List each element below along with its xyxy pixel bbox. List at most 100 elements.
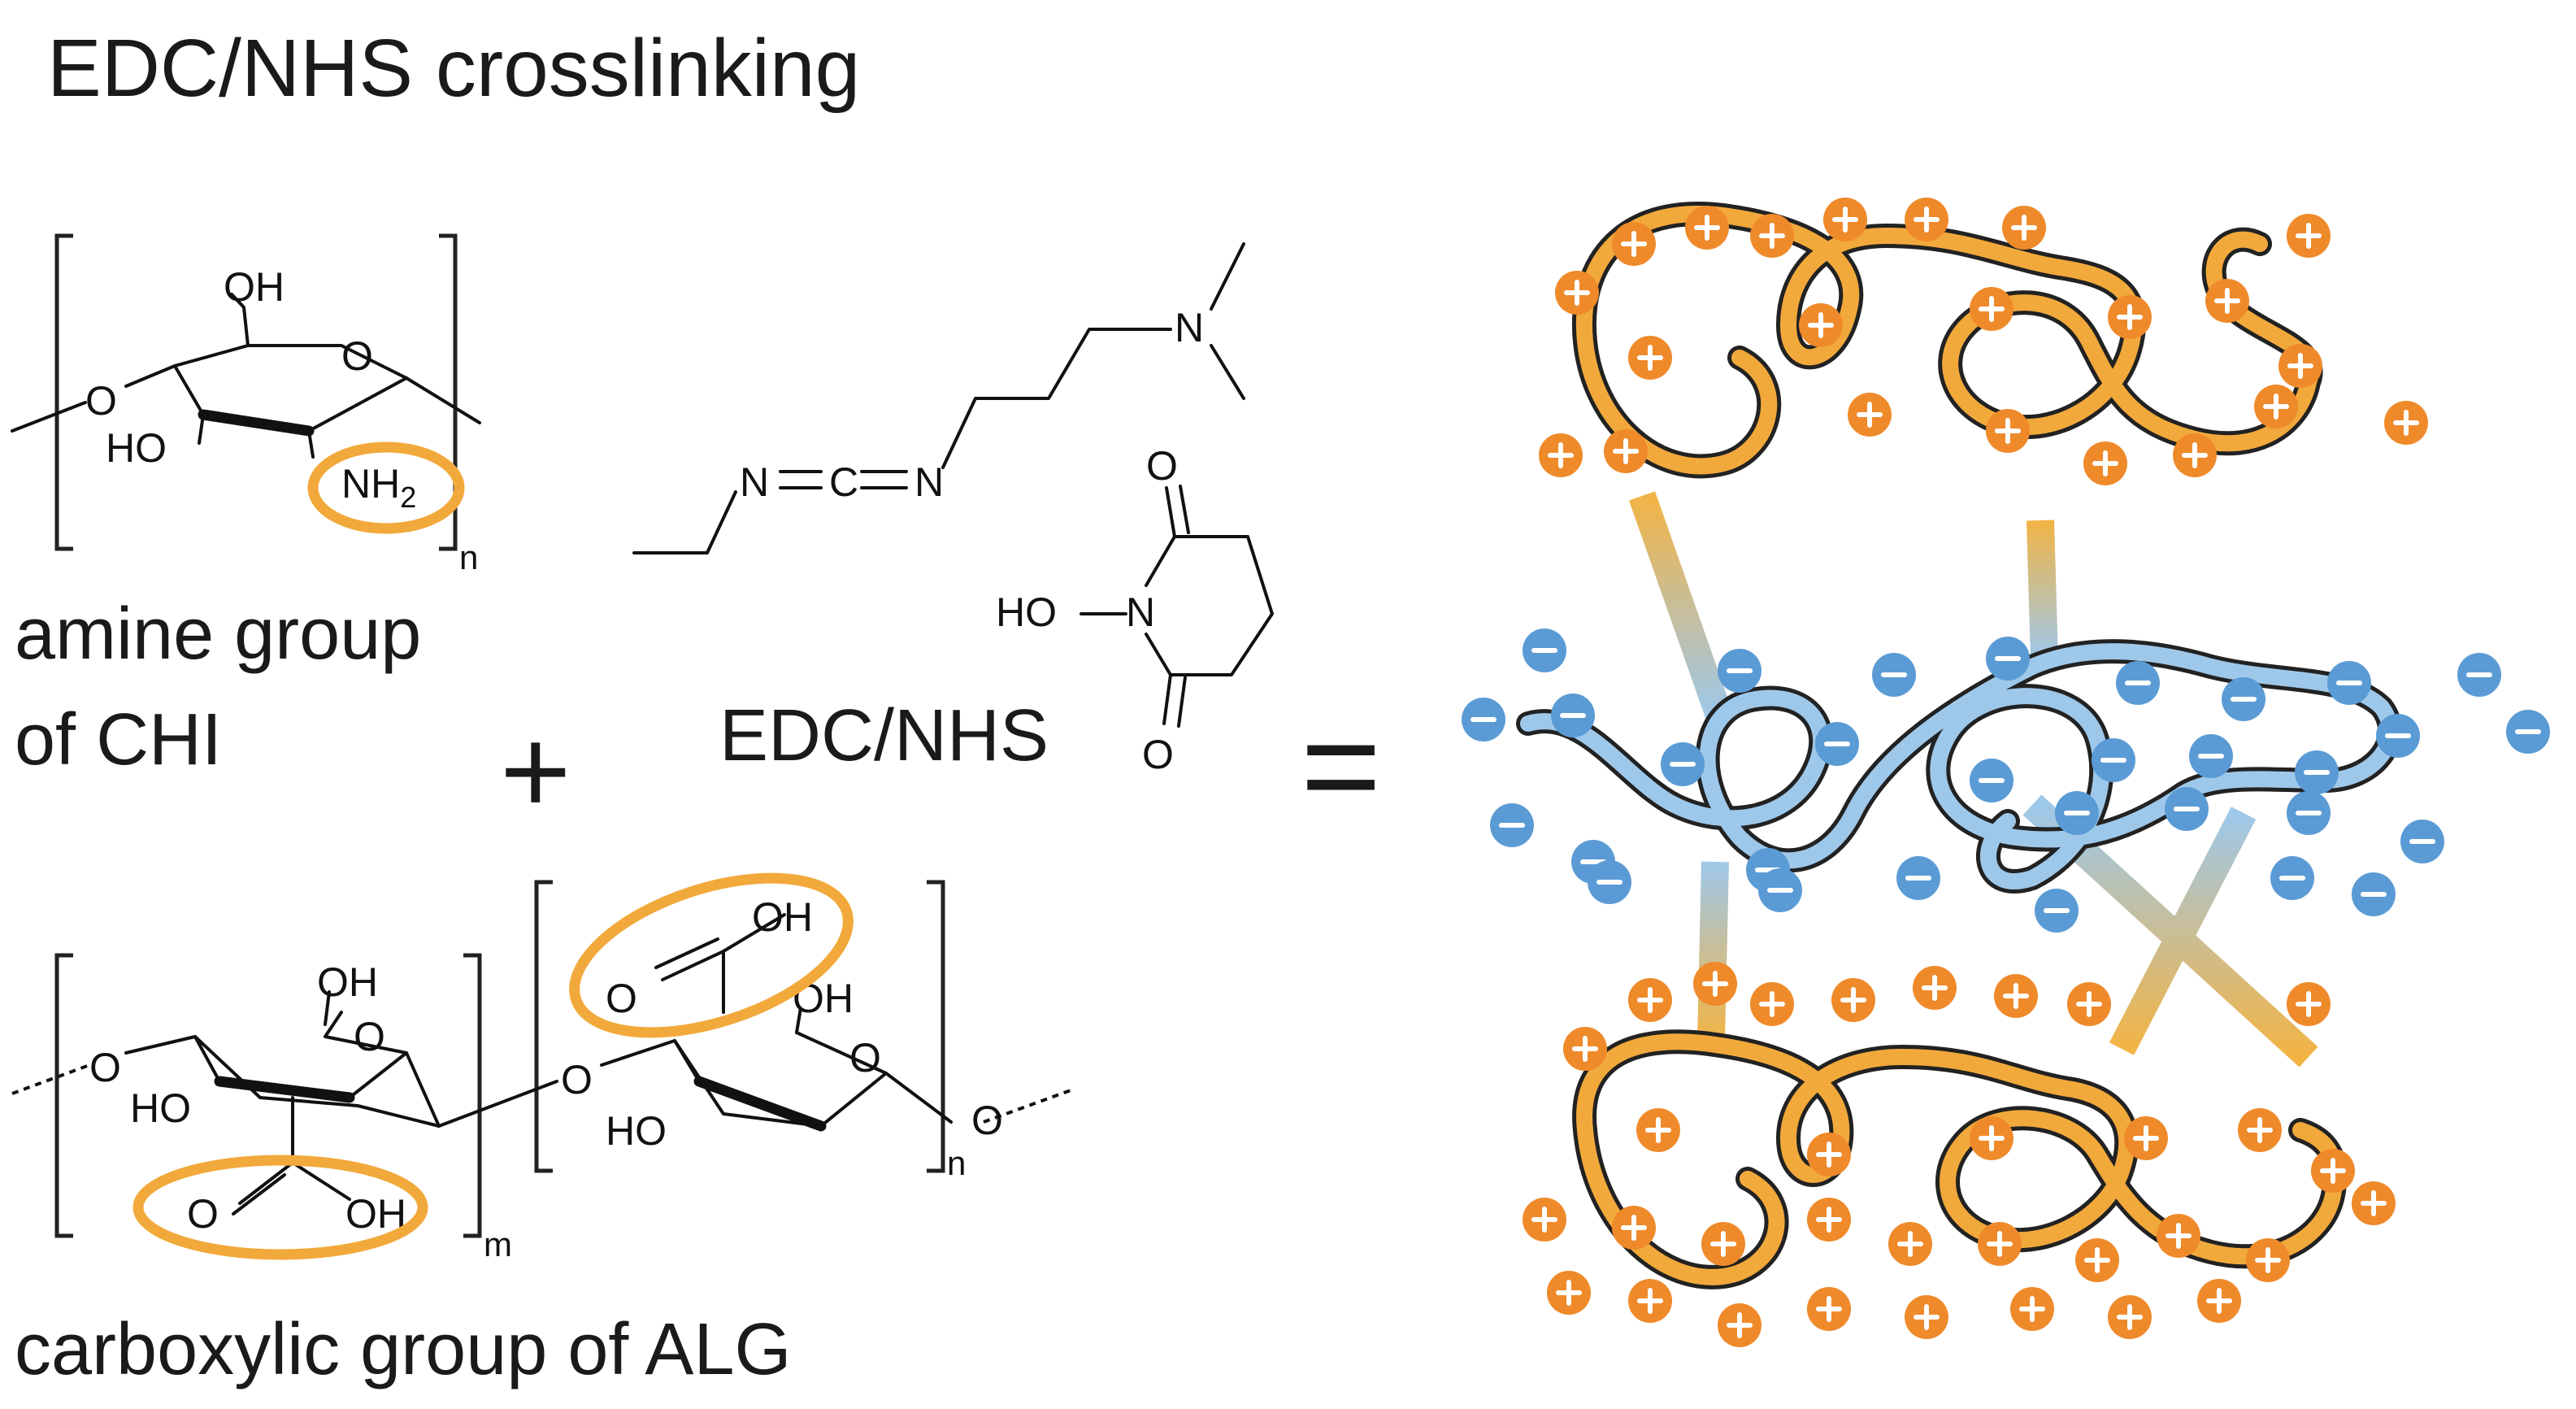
plus-icon <box>1978 1222 2022 1266</box>
amine-label-line2: of CHI <box>15 699 222 781</box>
minus-icon <box>1588 860 1631 904</box>
plus-icon <box>1539 433 1583 477</box>
carboxylic-highlight-1 <box>132 1155 428 1260</box>
alginate-oh1: OH <box>317 959 378 1005</box>
plus-icon <box>1970 287 2013 331</box>
plus-icon <box>1685 206 1729 250</box>
amine-highlight <box>307 441 465 534</box>
minus-icon <box>1815 722 1859 766</box>
plus-icon <box>1807 1287 1851 1331</box>
minus-icon <box>1986 637 2030 681</box>
chitosan-repeat: n <box>459 538 478 576</box>
plus-icon <box>1848 393 1892 437</box>
plus-icon <box>2108 295 2152 339</box>
crosslink-bar-1 <box>1628 491 1733 720</box>
chitosan-nh2: NH2 <box>341 461 416 514</box>
plus-icon <box>2075 1238 2119 1282</box>
minus-icon <box>2092 738 2135 782</box>
alginate-link-o: O <box>561 1057 593 1102</box>
amine-label-line1: amine group <box>15 594 421 675</box>
nhs-o-bottom: O <box>1142 732 1174 777</box>
plus-icon <box>2352 1181 2396 1225</box>
plus-icon <box>1718 1303 1761 1347</box>
plus-icon <box>1970 1116 2013 1160</box>
plus-icon <box>1555 271 1599 315</box>
minus-icon <box>2270 856 2314 900</box>
plus-icon <box>2157 1214 2200 1258</box>
alginate-ring-o2: O <box>849 1035 881 1081</box>
alginate-ho2: HO <box>606 1108 667 1154</box>
plus-icon <box>1693 962 1737 1006</box>
nhs-n: N <box>1126 589 1155 635</box>
plus-icon <box>2124 1116 2168 1160</box>
plus-icon <box>2173 433 2217 477</box>
minus-icon <box>2035 889 2079 933</box>
minus-icon <box>1718 649 1761 693</box>
plus-icon <box>1612 222 1656 266</box>
chitosan-ring-o: O <box>341 333 373 379</box>
plus-icon <box>2246 1238 2290 1282</box>
alginate-repeat-n: n <box>947 1144 966 1182</box>
plus-icon <box>1823 198 1867 241</box>
plus-icon <box>2067 982 2111 1026</box>
plus-icon <box>1807 1198 1851 1242</box>
plus-icon <box>1523 1198 1566 1242</box>
plus-icon <box>2287 214 2331 258</box>
minus-icon <box>2116 661 2160 705</box>
minus-icon <box>1551 694 1595 737</box>
plus-icon <box>1905 198 1948 241</box>
plus-icon <box>1628 1279 1672 1323</box>
reagent-label: EDC/NHS <box>719 695 1049 776</box>
minus-icon <box>1758 868 1802 912</box>
minus-icon <box>2327 661 2371 705</box>
plus-icon <box>2083 441 2127 485</box>
crosslink-bar-3 <box>1697 861 1729 1042</box>
alginate-cooh-o1: O <box>187 1191 219 1237</box>
plus-icon <box>1612 1206 1656 1250</box>
chitosan-ho: HO <box>106 425 167 471</box>
alginate-cooh-oh2: OH <box>752 894 813 940</box>
plus-icon <box>2205 279 2249 323</box>
carboxylic-label: carboxylic group of ALG <box>15 1309 792 1390</box>
nhs-ho: HO <box>996 589 1057 635</box>
plus-icon <box>1994 974 2038 1018</box>
plus-icon <box>2197 1279 2241 1323</box>
edc-structure: N C N N <box>632 242 1245 554</box>
minus-icon <box>2457 653 2501 697</box>
plus-icon <box>1701 1222 1745 1266</box>
minus-icon <box>2400 820 2444 863</box>
minus-icon <box>1872 653 1916 697</box>
plus-icon <box>1888 1222 1932 1266</box>
plus-icon <box>1831 978 1875 1022</box>
plus-icon <box>2108 1295 2152 1339</box>
plus-icon <box>2287 982 2331 1026</box>
minus-icon <box>1896 856 1940 900</box>
alginate-repeat-m: m <box>484 1225 512 1263</box>
equals-sign: = <box>1301 689 1381 843</box>
alginate-left-o: O <box>89 1045 121 1090</box>
plus-icon <box>2384 401 2428 445</box>
minus-icon <box>1661 742 1705 786</box>
plus-icon <box>2254 385 2298 428</box>
nhs-structure: O HO N O <box>996 443 1274 777</box>
plus-icon <box>1750 982 1794 1026</box>
plus-icon <box>1799 303 1843 347</box>
minus-icon <box>2376 714 2420 758</box>
minus-icon <box>2295 750 2339 794</box>
edc-c: C <box>829 459 858 505</box>
plus-icon <box>1604 429 1648 473</box>
plus-sign: + <box>500 702 571 839</box>
minus-icon <box>2287 791 2331 835</box>
negative-ions <box>1462 628 2550 933</box>
alginate-ho1: HO <box>130 1085 191 1131</box>
plus-icon <box>2238 1108 2282 1152</box>
minus-icon <box>2352 872 2396 916</box>
minus-icon <box>1523 628 1566 672</box>
carboxylic-highlight-2 <box>569 872 854 1038</box>
minus-icon <box>2222 677 2265 721</box>
plus-icon <box>1563 1027 1607 1071</box>
minus-icon <box>2189 734 2233 778</box>
plus-icon <box>1628 336 1672 380</box>
plus-icon <box>2278 344 2322 388</box>
